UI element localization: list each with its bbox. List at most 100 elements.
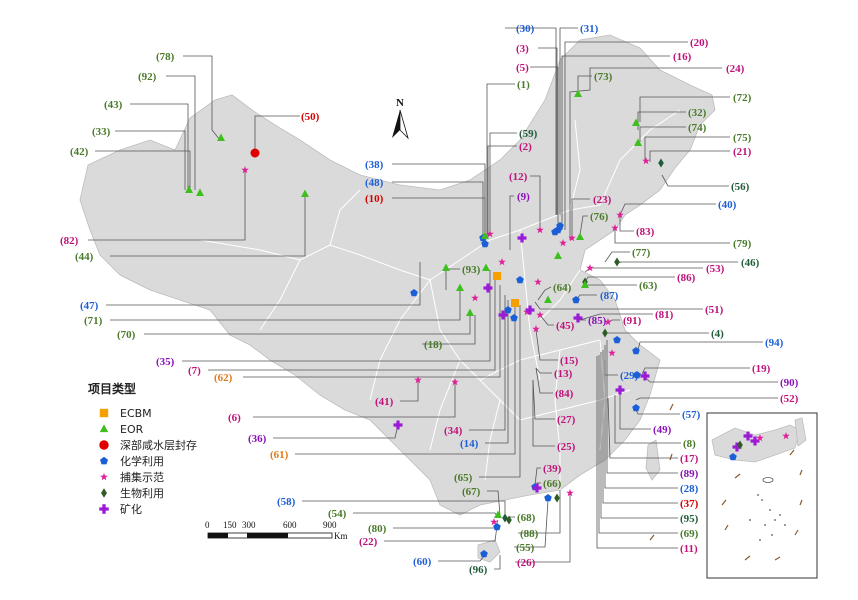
project-label: (52) xyxy=(780,393,799,405)
leader-line xyxy=(509,195,514,250)
leader-line xyxy=(88,170,246,241)
leader-line xyxy=(183,55,221,141)
marker-diamond xyxy=(614,257,620,267)
project-label: (26) xyxy=(517,557,536,569)
project-label: (75) xyxy=(733,132,752,144)
marker-star xyxy=(642,157,650,165)
leader-line xyxy=(392,197,486,246)
project-label: (60) xyxy=(413,556,432,568)
marker-cross xyxy=(750,436,760,446)
marker-triangle xyxy=(442,263,450,271)
project-label: (6) xyxy=(228,412,241,424)
marker-star xyxy=(782,432,790,440)
marker-cross xyxy=(498,310,508,320)
leader-line xyxy=(614,395,681,444)
project-label: (96) xyxy=(469,564,488,576)
north-arrow: N xyxy=(392,97,409,140)
project-label: (79) xyxy=(733,238,752,250)
project-label: (72) xyxy=(733,92,752,104)
project-label: (23) xyxy=(593,194,612,206)
marker-star xyxy=(559,239,567,247)
leader-line xyxy=(607,397,678,459)
marker-pentagon xyxy=(481,240,489,248)
project-label: (24) xyxy=(726,63,745,75)
scale-tick-600: 600 xyxy=(283,520,297,530)
project-label: (50) xyxy=(301,111,320,123)
leader-line xyxy=(515,493,571,563)
leader-line xyxy=(596,356,678,549)
project-label: (57) xyxy=(682,409,701,421)
project-label: (43) xyxy=(104,99,123,111)
marker-cross xyxy=(483,283,493,293)
marker-triangle xyxy=(482,263,490,271)
project-label: (29) xyxy=(620,370,639,382)
marker-star xyxy=(611,224,619,232)
leader-line xyxy=(166,75,196,190)
leader-line xyxy=(604,345,678,489)
project-label: (62) xyxy=(214,372,233,384)
leader-line xyxy=(144,315,471,335)
project-label: (95) xyxy=(680,513,699,525)
project-label: (7) xyxy=(188,365,201,377)
marker-triangle xyxy=(301,189,309,197)
scale-tick-900: 900 xyxy=(323,520,337,530)
legend-symbol-circle xyxy=(99,440,109,450)
marker-triangle xyxy=(466,308,474,316)
leader-line xyxy=(644,136,730,160)
leader-line xyxy=(535,367,553,394)
marker-star xyxy=(568,234,576,242)
marker-pentagon xyxy=(729,453,737,461)
project-label: (87) xyxy=(600,290,619,302)
project-labels: (30)(31)(20)(3)(16)(5)(24)(78)(73)(92)(1… xyxy=(60,23,799,576)
marker-star xyxy=(490,518,498,526)
project-label: (3) xyxy=(516,43,529,55)
project-label: (45) xyxy=(556,320,575,332)
marker-cross xyxy=(393,420,403,430)
legend-symbol-triangle xyxy=(99,424,109,433)
project-label: (18) xyxy=(424,339,443,351)
marker-triangle xyxy=(554,251,562,259)
project-label: (32) xyxy=(688,107,707,119)
project-label: (31) xyxy=(580,23,599,35)
project-label: (76) xyxy=(590,211,609,223)
project-label: (41) xyxy=(375,396,394,408)
leader-line xyxy=(208,280,496,371)
project-label: (37) xyxy=(680,498,699,510)
leader-line xyxy=(537,286,552,301)
project-label: (15) xyxy=(560,355,579,367)
marker-pentagon xyxy=(556,222,564,230)
marker-circle xyxy=(250,148,260,158)
marker-triangle xyxy=(581,280,589,288)
project-label: (49) xyxy=(653,424,672,436)
project-label: (59) xyxy=(519,128,538,140)
leader-line xyxy=(494,555,501,570)
project-label: (54) xyxy=(328,508,347,520)
leader-line xyxy=(95,150,191,190)
leader-line xyxy=(635,409,680,415)
project-label: (35) xyxy=(156,356,175,368)
project-label: (94) xyxy=(765,337,784,349)
project-label: (74) xyxy=(688,122,707,134)
marker-star xyxy=(756,434,764,442)
project-label: (8) xyxy=(683,438,696,450)
project-label: (33) xyxy=(92,126,111,138)
project-label: (81) xyxy=(655,309,674,321)
project-label: (42) xyxy=(70,146,89,158)
leader-line xyxy=(486,83,515,235)
marker-diamond xyxy=(506,515,512,525)
project-label: (13) xyxy=(554,368,573,380)
project-label: (34) xyxy=(444,425,463,437)
scale-tick-150: 150 xyxy=(223,520,237,530)
leader-line xyxy=(392,181,484,243)
marker-cross xyxy=(743,431,753,441)
leader-line xyxy=(530,66,559,230)
leader-line xyxy=(561,55,670,230)
marker-pentagon xyxy=(510,314,518,322)
marker-star xyxy=(536,226,544,234)
leader-line xyxy=(619,390,651,430)
legend-symbol-cross xyxy=(99,504,109,514)
leader-line xyxy=(130,103,189,190)
leader-line xyxy=(353,512,499,519)
leader-line xyxy=(637,341,763,351)
